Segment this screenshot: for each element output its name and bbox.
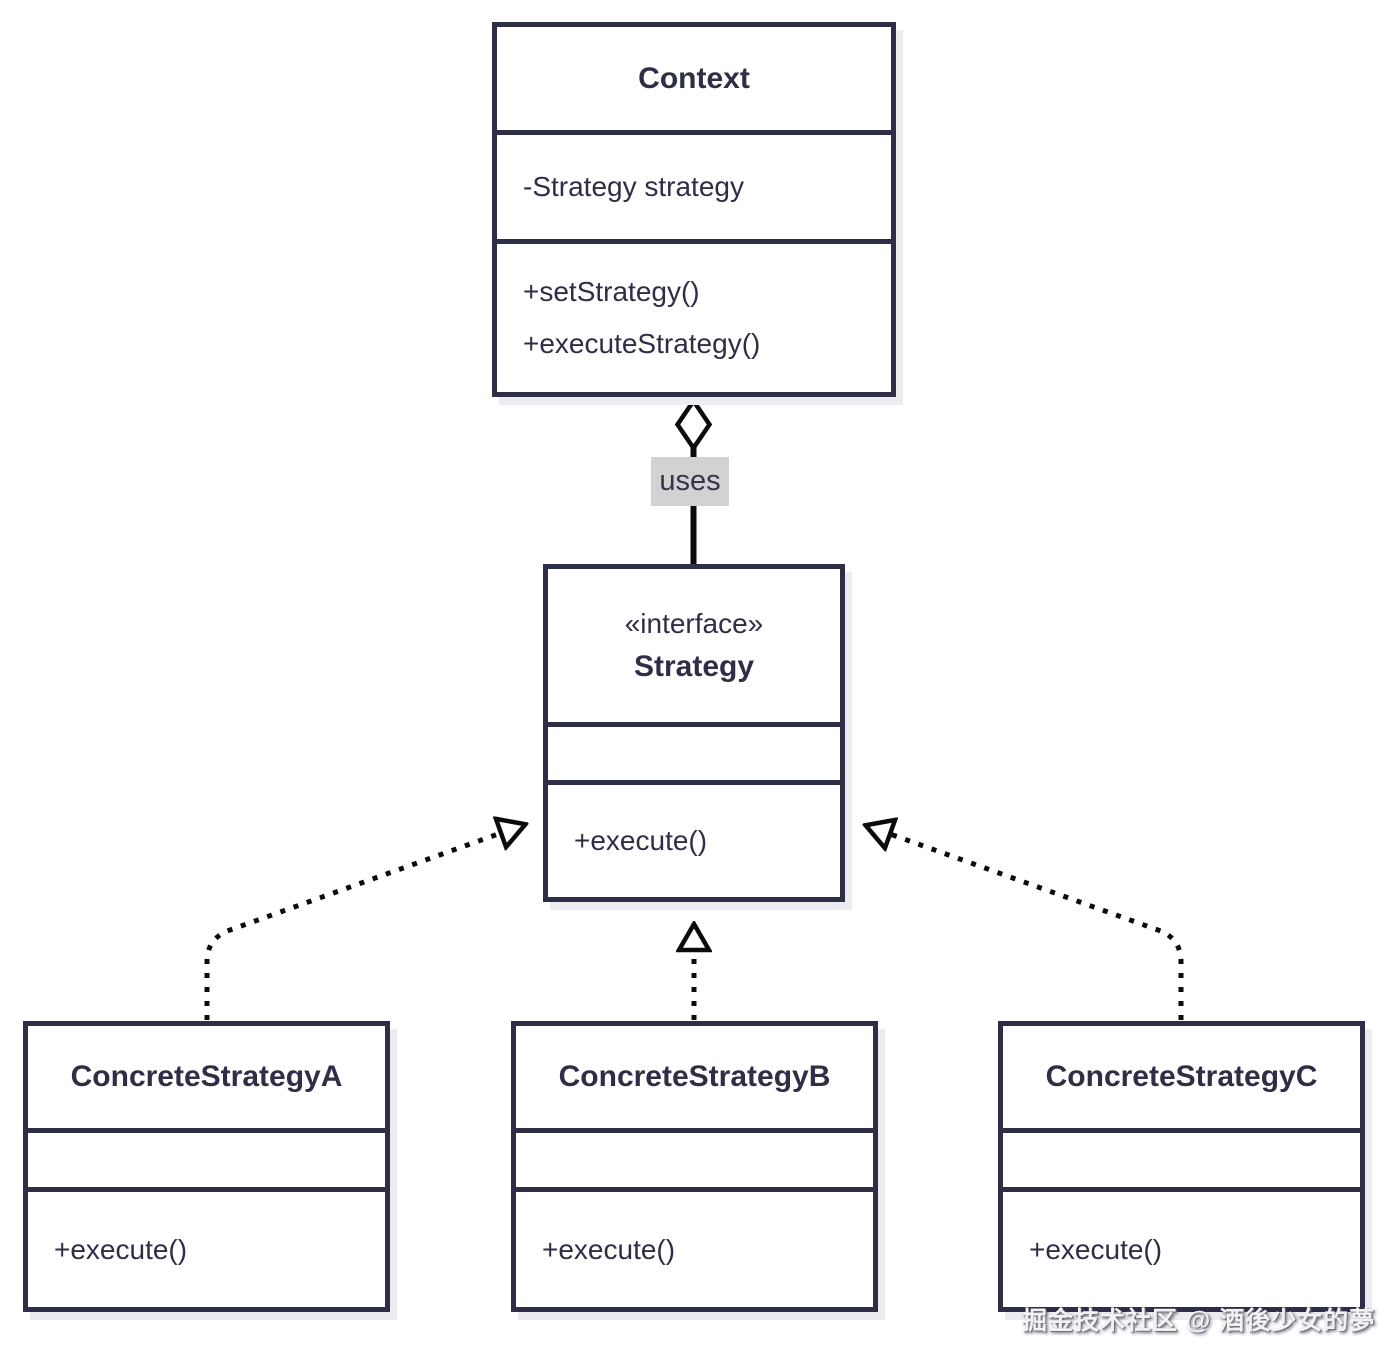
method: +setStrategy()	[523, 276, 700, 307]
stereotype-label: «interface»	[624, 607, 764, 639]
class-title-concrete-b: ConcreteStrategyB	[516, 1026, 873, 1128]
class-attributes-concrete-a	[28, 1128, 385, 1187]
attribute: -Strategy strategy	[523, 171, 744, 202]
class-title-context: Context	[497, 27, 891, 130]
class-box-concrete-strategy-c: ConcreteStrategyC +execute()	[998, 1021, 1365, 1312]
class-name: ConcreteStrategyC	[1045, 1060, 1318, 1093]
class-methods-context: +setStrategy() +executeStrategy()	[497, 239, 891, 392]
realization-arrow-concrete-c	[890, 834, 1184, 1020]
method: +execute()	[1029, 1233, 1163, 1265]
class-methods-strategy: +execute()	[548, 780, 840, 897]
class-title-concrete-a: ConcreteStrategyA	[28, 1026, 385, 1128]
realization-arrow-concrete-a	[204, 833, 501, 1020]
method: +execute()	[54, 1233, 188, 1265]
watermark-text: 掘金技术社区 @ 酒後少女的夢	[1022, 1307, 1376, 1335]
class-title-concrete-c: ConcreteStrategyC	[1003, 1026, 1360, 1128]
class-methods-concrete-c: +execute()	[1003, 1187, 1360, 1307]
relation-label-uses: uses	[651, 457, 729, 506]
class-methods-concrete-a: +execute()	[28, 1187, 385, 1307]
class-box-context: Context -Strategy strategy +setStrategy(…	[492, 22, 896, 397]
method: +execute()	[574, 825, 708, 856]
class-title-strategy: «interface» Strategy	[548, 569, 840, 722]
class-name: Context	[638, 61, 750, 95]
class-methods-concrete-b: +execute()	[516, 1187, 873, 1307]
class-name: ConcreteStrategyB	[558, 1060, 831, 1093]
class-name: Strategy	[633, 649, 755, 683]
class-attributes-strategy	[548, 722, 840, 780]
class-attributes-concrete-c	[1003, 1128, 1360, 1187]
class-name: ConcreteStrategyA	[70, 1060, 343, 1093]
method: +executeStrategy()	[523, 328, 761, 359]
class-box-strategy: «interface» Strategy +execute()	[543, 564, 845, 902]
method: +execute()	[542, 1233, 676, 1265]
class-box-concrete-strategy-b: ConcreteStrategyB +execute()	[511, 1021, 878, 1312]
aggregation-diamond-icon	[674, 397, 713, 452]
class-box-concrete-strategy-a: ConcreteStrategyA +execute()	[23, 1021, 390, 1312]
class-attributes-context: -Strategy strategy	[497, 130, 891, 239]
class-attributes-concrete-b	[516, 1128, 873, 1187]
